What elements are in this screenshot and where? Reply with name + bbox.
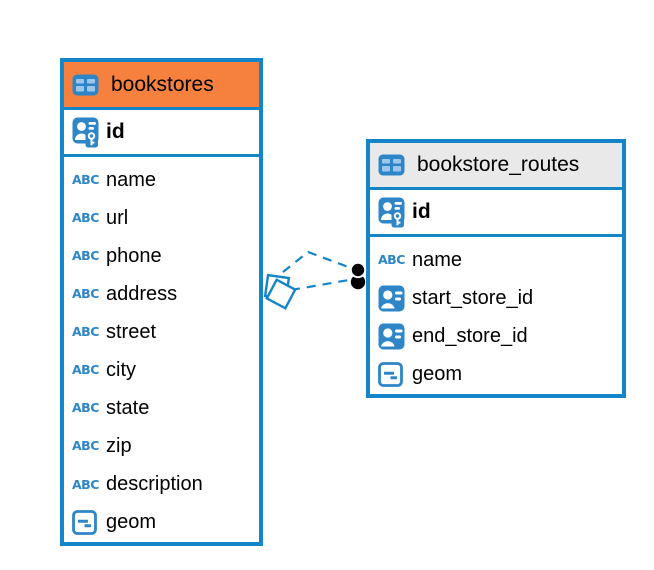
table-bookstores[interactable]: bookstores id ABC na bbox=[60, 58, 263, 546]
column-row-city[interactable]: ABC city bbox=[72, 351, 251, 389]
table-name: bookstores bbox=[111, 72, 214, 96]
column-name: end_store_id bbox=[412, 325, 528, 348]
geometry-type-icon bbox=[378, 362, 412, 388]
reference-type-icon bbox=[378, 323, 412, 350]
table-header-bookstores[interactable]: bookstores bbox=[64, 62, 259, 110]
column-name: phone bbox=[106, 244, 162, 267]
table-name: bookstore_routes bbox=[417, 153, 580, 176]
column-row-url[interactable]: ABC url bbox=[72, 199, 251, 237]
geometry-type-icon bbox=[72, 510, 106, 536]
column-row-id[interactable]: id bbox=[370, 190, 622, 237]
column-row-geom[interactable]: geom bbox=[72, 504, 251, 542]
column-row-phone[interactable]: ABC phone bbox=[72, 237, 251, 275]
column-name: geom bbox=[412, 363, 463, 386]
text-type-icon: ABC bbox=[72, 476, 99, 492]
column-list: ABC name ABC url ABC phone ABC address A… bbox=[64, 157, 259, 542]
relationship-line-lower[interactable] bbox=[290, 278, 350, 292]
column-row-zip[interactable]: ABC zip bbox=[72, 428, 251, 466]
column-row-end-store-id[interactable]: end_store_id bbox=[378, 318, 614, 356]
column-name: name bbox=[106, 168, 157, 191]
text-type-icon: ABC bbox=[72, 171, 99, 187]
text-type-icon: ABC bbox=[72, 247, 99, 263]
text-type-icon: ABC bbox=[378, 251, 405, 267]
column-name: id bbox=[106, 120, 125, 143]
column-row-state[interactable]: ABC state bbox=[72, 390, 251, 428]
column-name: address bbox=[106, 282, 178, 305]
column-name: description bbox=[106, 473, 203, 496]
text-type-icon: ABC bbox=[72, 438, 99, 454]
text-type-icon: ABC bbox=[72, 362, 99, 378]
column-row-address[interactable]: ABC address bbox=[72, 275, 251, 313]
column-list: ABC name start_store_id bbox=[370, 237, 622, 394]
column-row-name[interactable]: ABC name bbox=[378, 241, 614, 279]
column-name: zip bbox=[106, 435, 132, 458]
primary-key-icon bbox=[72, 117, 106, 148]
column-name: state bbox=[106, 397, 150, 420]
many-end-dot-marker bbox=[349, 261, 367, 290]
column-row-name[interactable]: ABC name bbox=[72, 161, 251, 199]
text-type-icon: ABC bbox=[72, 209, 99, 225]
table-icon bbox=[72, 73, 106, 97]
column-name: geom bbox=[106, 511, 157, 534]
column-name: street bbox=[106, 320, 157, 343]
column-name: start_store_id bbox=[412, 286, 534, 309]
text-type-icon: ABC bbox=[72, 324, 99, 340]
column-row-description[interactable]: ABC description bbox=[72, 466, 251, 504]
column-name: url bbox=[106, 206, 129, 229]
text-type-icon: ABC bbox=[72, 286, 99, 302]
reference-type-icon bbox=[378, 285, 412, 312]
table-icon bbox=[378, 153, 412, 177]
column-name: id bbox=[412, 200, 431, 223]
text-type-icon: ABC bbox=[72, 400, 99, 416]
table-bookstore-routes[interactable]: bookstore_routes id ABC bbox=[366, 139, 626, 398]
column-row-id[interactable]: id bbox=[64, 110, 259, 157]
relationship-line-upper[interactable] bbox=[282, 250, 352, 273]
primary-key-icon bbox=[378, 197, 412, 228]
column-row-start-store-id[interactable]: start_store_id bbox=[378, 279, 614, 317]
one-end-diamond-marker bbox=[263, 273, 297, 310]
column-name: name bbox=[412, 248, 463, 271]
column-name: city bbox=[106, 359, 136, 382]
table-header-bookstore-routes[interactable]: bookstore_routes bbox=[370, 143, 622, 190]
column-row-geom[interactable]: geom bbox=[378, 356, 614, 394]
column-row-street[interactable]: ABC street bbox=[72, 313, 251, 351]
